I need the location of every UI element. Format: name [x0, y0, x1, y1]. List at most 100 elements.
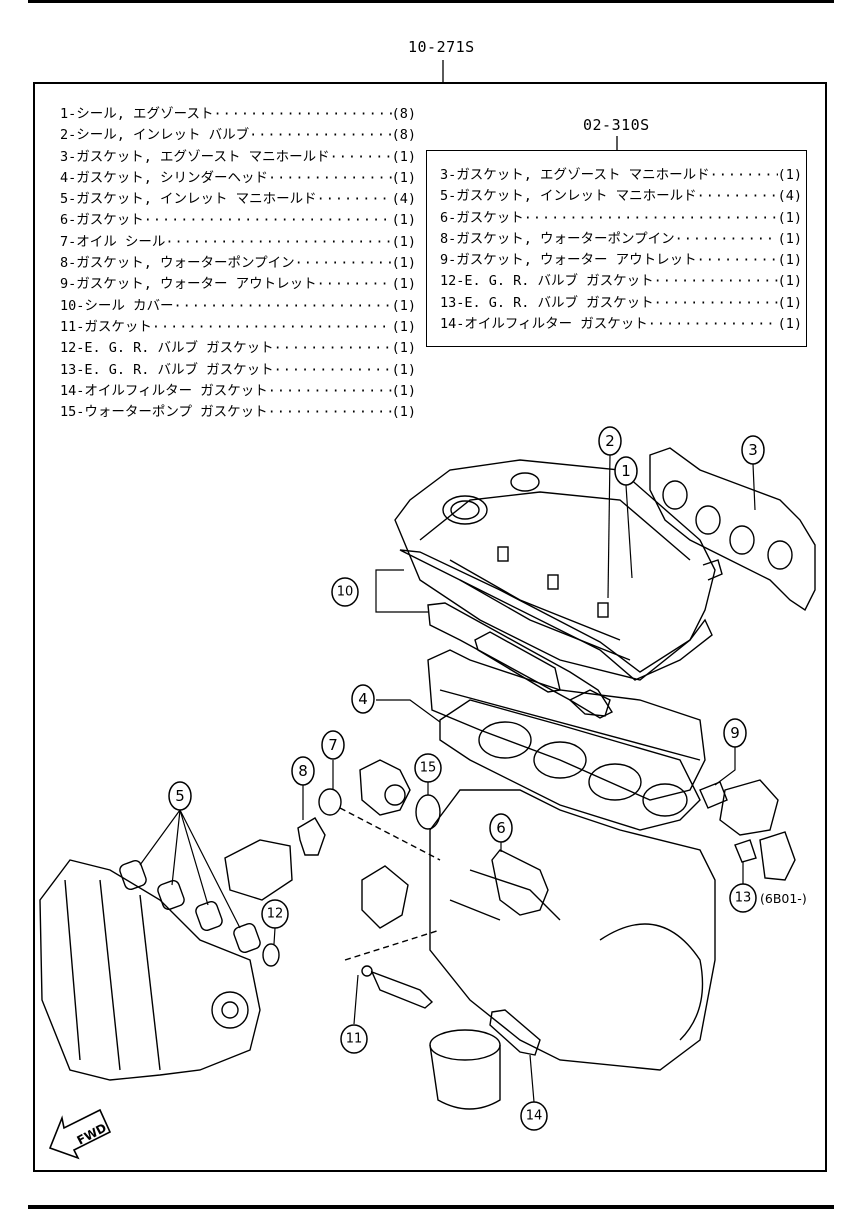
sub-kit-code: 02-310S	[583, 116, 650, 134]
part-name: 15-ウォーターポンプ ガスケット	[60, 404, 268, 421]
parts-list: 1-シール, エグゾースト(8) 2-シール, インレット バルブ (8) 3-ガスケ…	[60, 104, 416, 423]
parts-list-row: 13-E. G. R. バルブ ガスケット (1)	[60, 360, 416, 381]
part-name: 12-E. G. R. バルブ ガスケット	[440, 273, 654, 290]
oil-seal	[318, 788, 342, 816]
parts-list-row: 3-ガスケット, エグゾースト マニホールド(1)	[440, 165, 802, 186]
intake-manifold-gaskets	[119, 860, 261, 953]
part-quantity: (1)	[391, 382, 416, 399]
part-quantity: (1)	[391, 361, 416, 378]
callout-1: 1	[621, 462, 631, 480]
callout-8: 8	[298, 762, 308, 780]
water-pump-inlet-gasket	[297, 817, 326, 856]
parts-list-row: 3-ガスケット, エグゾースト マニホールド (1)	[60, 147, 416, 168]
callout-4: 4	[358, 690, 368, 708]
part-quantity: (1)	[391, 148, 416, 165]
part-quantity: (1)	[391, 212, 416, 229]
parts-list-row: 8-ガスケット, ウォーターポンプイン(1)	[60, 253, 416, 274]
oil-filter-gasket	[489, 1009, 541, 1056]
part-name: 3-ガスケット, エグゾースト マニホールド	[60, 148, 330, 165]
fwd-label: FWD	[75, 1121, 109, 1148]
part-name: 11-ガスケット	[60, 318, 152, 335]
callout-3: 3	[748, 441, 758, 459]
callout-2: 2	[605, 432, 615, 450]
part-name: 13-E. G. R. バルブ ガスケット	[440, 294, 654, 311]
callout-15: 15	[420, 761, 437, 776]
parts-list-row: 4-ガスケット, シリンダーヘッド(1)	[60, 168, 416, 189]
part-quantity: (1)	[777, 252, 802, 269]
gasket-11	[361, 965, 373, 977]
part-quantity: (1)	[777, 209, 802, 226]
callout-7: 7	[328, 736, 338, 754]
sub-kit-box	[426, 150, 807, 347]
inlet-pipe	[224, 839, 293, 901]
parts-list-row: 15-ウォーターポンプ ガスケット (1)	[60, 402, 416, 423]
part-name: 10-シール カバー	[60, 297, 174, 314]
part-quantity: (4)	[391, 191, 416, 208]
parts-list-row: 11-ガスケット (1)	[60, 317, 416, 338]
parts-list-row: 14-オイルフィルター ガスケット(1)	[440, 314, 802, 335]
engine-block	[429, 789, 716, 1071]
parts-list-row: 5-ガスケット, インレット マニホールド (4)	[440, 186, 802, 207]
egr-valve	[361, 865, 409, 929]
part-name: 12-E. G. R. バルブ ガスケット	[60, 340, 274, 357]
callout-12: 12	[267, 907, 284, 922]
part-name: 2-シール, インレット バルブ	[60, 127, 250, 144]
parts-list-row: 6-ガスケット (1)	[60, 210, 416, 231]
parts-list-row: 1-シール, エグゾースト(8)	[60, 104, 416, 125]
part-quantity: (8)	[391, 127, 416, 144]
cylinder-head	[427, 649, 706, 801]
part-name: 13-E. G. R. バルブ ガスケット	[60, 361, 274, 378]
parts-list-row: 8-ガスケット, ウォーターポンプイン (1)	[440, 229, 802, 250]
callout-6: 6	[496, 819, 506, 837]
oil-filter	[429, 1029, 501, 1110]
intake-manifold	[39, 859, 261, 1081]
sub-kit-list: 3-ガスケット, エグゾースト マニホールド(1)5-ガスケット, インレット …	[440, 165, 802, 335]
part-name: 6-ガスケット	[440, 209, 524, 226]
part-name: 9-ガスケット, ウォーター アウトレット	[60, 276, 317, 293]
parts-list-row: 12-E. G. R. バルブ ガスケット(1)	[60, 338, 416, 359]
part-quantity: (1)	[777, 167, 802, 183]
fwd-arrow	[48, 1108, 112, 1160]
bottom-rule	[28, 1205, 834, 1209]
part-name: 5-ガスケット, インレット マニホールド	[440, 188, 697, 205]
part-quantity: (1)	[777, 316, 802, 333]
parts-list-row: 14-オイルフィルター ガスケット (1)	[60, 381, 416, 402]
parts-list-row: 6-ガスケット (1)	[440, 208, 802, 229]
part-name: 6-ガスケット	[60, 212, 144, 229]
part-name: 1-シール, エグゾースト	[60, 106, 214, 122]
parts-list-row: 12-E. G. R. バルブ ガスケット(1)	[440, 271, 802, 292]
part-quantity: (1)	[391, 318, 416, 335]
parts-list-row: 5-ガスケット, インレット マニホールド (4)	[60, 189, 416, 210]
part-quantity: (1)	[391, 276, 416, 293]
callout-5: 5	[175, 787, 185, 805]
part-quantity: (1)	[777, 230, 802, 247]
parts-list-row: 2-シール, インレット バルブ (8)	[60, 125, 416, 146]
part-name: 4-ガスケット, シリンダーヘッド	[60, 169, 269, 186]
part-name: 14-オイルフィルター ガスケット	[60, 382, 268, 399]
parts-list-row: 13-E. G. R. バルブ ガスケット (1)	[440, 293, 802, 314]
callout-13-note: (6B01-)	[760, 891, 807, 906]
water-outlet	[719, 779, 779, 836]
head-gasket	[439, 699, 701, 831]
oil-gasket-6	[491, 849, 549, 916]
part-name: 9-ガスケット, ウォーター アウトレット	[440, 252, 697, 269]
top-rule	[28, 0, 834, 3]
sensor	[370, 970, 434, 1009]
part-quantity: (4)	[777, 188, 802, 205]
diagram-frame	[33, 82, 827, 1172]
part-name: 8-ガスケット, ウォーターポンプイン	[440, 230, 675, 247]
part-name: 5-ガスケット, インレット マニホールド	[60, 191, 317, 208]
parts-list-row: 7-オイル シール(1)	[60, 232, 416, 253]
parts-list-row: 10-シール カバー(1)	[60, 296, 416, 317]
part-quantity: (1)	[391, 255, 416, 272]
callout-9: 9	[730, 724, 740, 742]
water-outlet-gasket	[699, 781, 728, 809]
part-quantity: (1)	[391, 404, 416, 421]
egr-gasket-13	[734, 839, 757, 863]
exhaust-manifold-gasket	[649, 447, 816, 612]
part-quantity: (1)	[777, 294, 802, 311]
callout-13: 13	[735, 891, 752, 906]
egr-gasket-12	[262, 943, 280, 967]
water-pump-gasket	[415, 794, 441, 830]
